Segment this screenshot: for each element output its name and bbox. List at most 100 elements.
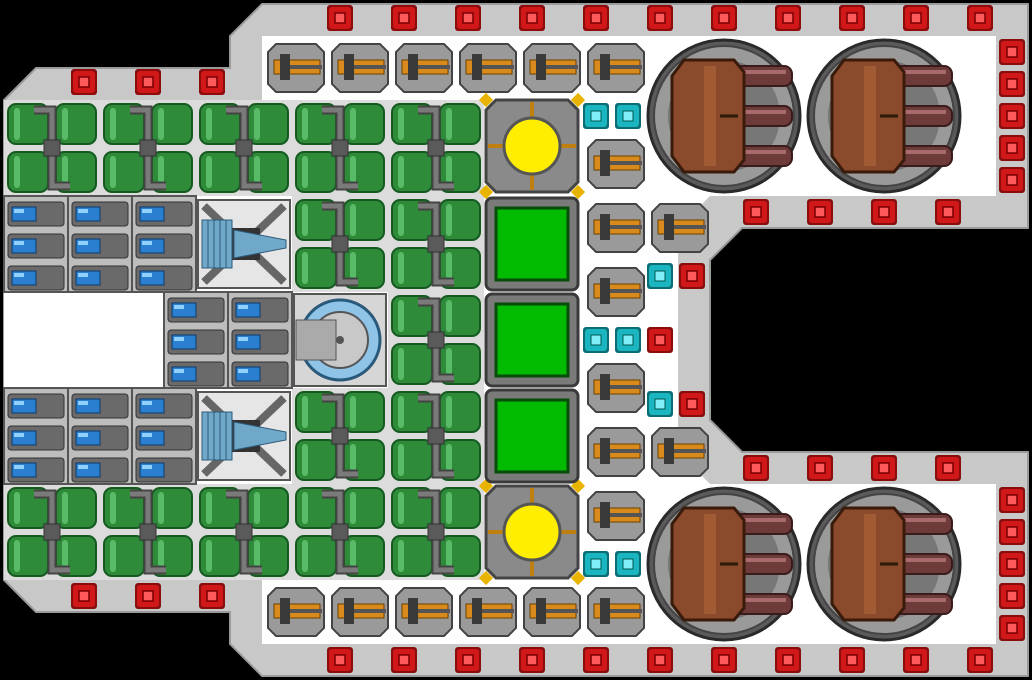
armor-block[interactable] [135,583,161,609]
fuel-tank[interactable] [100,484,196,580]
teal-module[interactable] [647,391,673,417]
fuel-tank[interactable] [388,292,484,388]
teal-module[interactable] [647,263,673,289]
armor-block[interactable] [647,647,673,673]
armor-block[interactable] [999,135,1025,161]
fuel-tank[interactable] [388,484,484,580]
point-defense-cannon[interactable] [651,203,709,253]
armor-block[interactable] [999,551,1025,577]
reactor[interactable] [478,478,586,586]
armor-block[interactable] [775,647,801,673]
fuel-tank[interactable] [388,196,484,292]
armor-block[interactable] [391,5,417,31]
armor-block[interactable] [935,455,961,481]
teal-module[interactable] [615,327,641,353]
battery[interactable] [3,387,69,485]
armor-block[interactable] [999,615,1025,641]
point-defense-cannon[interactable] [651,427,709,477]
armor-block[interactable] [71,69,97,95]
armor-block[interactable] [647,327,673,353]
armor-block[interactable] [871,199,897,225]
point-defense-cannon[interactable] [459,587,517,637]
point-defense-cannon[interactable] [587,139,645,189]
point-defense-cannon[interactable] [395,587,453,637]
armor-block[interactable] [711,647,737,673]
fuel-tank[interactable] [292,196,388,292]
armor-block[interactable] [71,583,97,609]
fuel-tank[interactable] [4,100,100,196]
fuel-tank[interactable] [292,484,388,580]
fuel-tank[interactable] [292,388,388,484]
armor-block[interactable] [999,71,1025,97]
teal-module[interactable] [615,551,641,577]
armor-block[interactable] [807,455,833,481]
armor-block[interactable] [743,199,769,225]
point-defense-cannon[interactable] [523,587,581,637]
armor-block[interactable] [679,391,705,417]
point-defense-cannon[interactable] [267,43,325,93]
armor-block[interactable] [839,647,865,673]
armor-block[interactable] [935,199,961,225]
point-defense-cannon[interactable] [267,587,325,637]
armor-block[interactable] [391,647,417,673]
armor-block[interactable] [999,39,1025,65]
armor-block[interactable] [775,5,801,31]
point-defense-cannon[interactable] [395,43,453,93]
fuel-tank[interactable] [4,484,100,580]
armor-block[interactable] [583,647,609,673]
cargo-bay[interactable] [484,388,580,484]
point-defense-cannon[interactable] [331,587,389,637]
armor-block[interactable] [839,5,865,31]
fuel-tank[interactable] [292,100,388,196]
thruster[interactable] [197,391,291,481]
teal-module[interactable] [583,327,609,353]
armor-block[interactable] [743,455,769,481]
point-defense-cannon[interactable] [459,43,517,93]
armor-block[interactable] [519,5,545,31]
battery[interactable] [227,291,293,389]
point-defense-cannon[interactable] [587,363,645,413]
point-defense-cannon[interactable] [587,43,645,93]
point-defense-cannon[interactable] [587,427,645,477]
thruster[interactable] [197,199,291,289]
armor-block[interactable] [967,5,993,31]
armor-block[interactable] [967,647,993,673]
battery[interactable] [163,291,229,389]
battery[interactable] [3,195,69,293]
cargo-bay[interactable] [484,196,580,292]
armor-block[interactable] [807,199,833,225]
fuel-tank[interactable] [100,100,196,196]
battery[interactable] [131,387,197,485]
armor-block[interactable] [679,263,705,289]
armor-block[interactable] [903,5,929,31]
armor-block[interactable] [871,455,897,481]
armor-block[interactable] [999,583,1025,609]
armor-block[interactable] [999,167,1025,193]
cargo-bay[interactable] [484,292,580,388]
shield-generator[interactable] [293,293,387,387]
armor-block[interactable] [135,69,161,95]
armor-block[interactable] [999,487,1025,513]
armor-block[interactable] [327,5,353,31]
fuel-tank[interactable] [196,484,292,580]
fuel-tank[interactable] [388,100,484,196]
point-defense-cannon[interactable] [587,491,645,541]
armor-block[interactable] [903,647,929,673]
main-turret[interactable] [806,38,962,194]
main-turret[interactable] [806,486,962,642]
armor-block[interactable] [199,69,225,95]
teal-module[interactable] [583,551,609,577]
fuel-tank[interactable] [388,388,484,484]
battery[interactable] [131,195,197,293]
armor-block[interactable] [583,5,609,31]
battery[interactable] [67,195,133,293]
fuel-tank[interactable] [196,100,292,196]
armor-block[interactable] [519,647,545,673]
armor-block[interactable] [455,647,481,673]
armor-block[interactable] [199,583,225,609]
armor-block[interactable] [647,5,673,31]
armor-block[interactable] [999,519,1025,545]
main-turret[interactable] [646,38,802,194]
point-defense-cannon[interactable] [587,587,645,637]
